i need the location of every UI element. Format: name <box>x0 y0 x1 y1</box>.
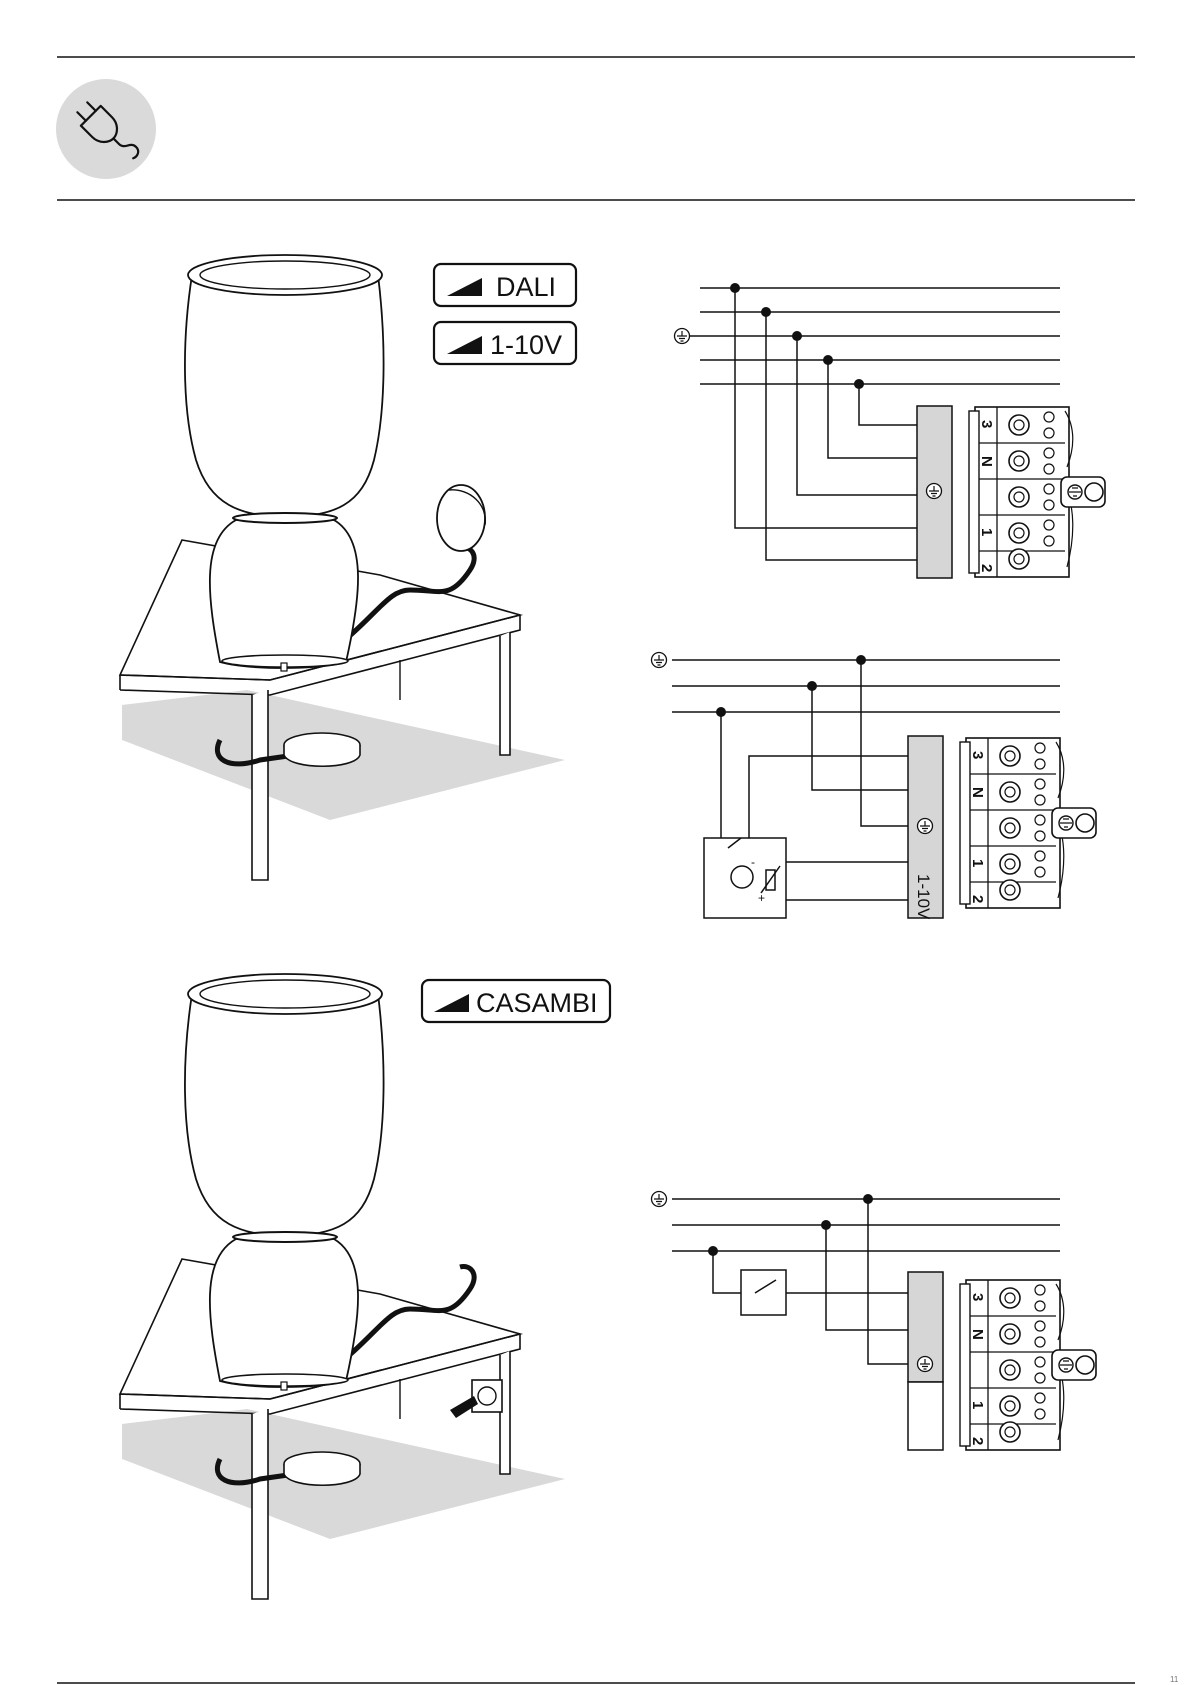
terminal-block-dali: 3 N 1 2 <box>969 407 1105 577</box>
svg-text:2: 2 <box>969 1437 986 1445</box>
svg-text:1: 1 <box>969 1401 986 1409</box>
svg-text:1: 1 <box>969 859 986 867</box>
earth-icon <box>918 819 933 834</box>
earth-icon <box>652 653 667 668</box>
badge-casambi: CASAMBI <box>422 980 610 1022</box>
badge-1-10v-label: 1-10V <box>490 330 562 360</box>
svg-text:3: 3 <box>969 751 986 759</box>
earth-icon <box>927 484 942 499</box>
svg-text:N: N <box>969 787 986 798</box>
earth-icon <box>918 1357 933 1372</box>
lamp-illustration-bottom <box>120 974 565 1599</box>
svg-text:+: + <box>758 891 765 905</box>
svg-text:-: - <box>751 855 755 869</box>
svg-text:2: 2 <box>978 564 995 572</box>
earth-icon <box>652 1192 667 1207</box>
svg-text:1: 1 <box>978 528 995 536</box>
box-label-1-10v: 1-10V <box>914 874 933 920</box>
badge-dali-label: DALI <box>496 272 556 302</box>
badge-casambi-label: CASAMBI <box>476 988 598 1018</box>
plug-icon <box>56 79 156 179</box>
terminal-block-1-10v: 3 N 1 2 <box>960 738 1096 908</box>
badge-1-10v: 1-10V <box>434 322 576 364</box>
earth-icon <box>675 329 690 344</box>
svg-text:N: N <box>969 1329 986 1340</box>
svg-text:3: 3 <box>969 1293 986 1301</box>
svg-text:2: 2 <box>969 895 986 903</box>
page-mark: 11 <box>1170 1675 1179 1684</box>
svg-text:N: N <box>978 456 995 467</box>
svg-text:3: 3 <box>978 420 995 428</box>
badge-dali: DALI <box>434 264 576 306</box>
terminal-block-switched: 3 N 1 2 <box>960 1280 1096 1450</box>
